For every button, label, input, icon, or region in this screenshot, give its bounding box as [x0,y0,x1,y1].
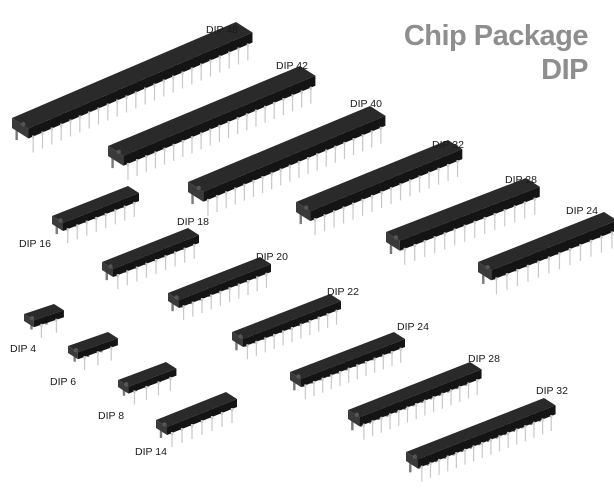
label-dip-28: DIP 28 [505,174,537,186]
label-dip-14: DIP 14 [135,446,167,458]
title-line-1: Chip Package [403,20,589,52]
label-dip-18: DIP 18 [177,216,209,228]
label-dip-8: DIP 8 [98,410,125,422]
chip-dip-32-3 [296,140,463,236]
pin1-notch [29,315,35,321]
pin1-notch [73,347,79,353]
pin1-notch [116,149,121,155]
chip-dip-32-12 [406,398,556,482]
pin1-notch [238,334,243,339]
label-dip-28b: DIP 28 [468,353,500,365]
chip-dip-16-6 [52,186,139,244]
label-dip-24: DIP 24 [566,205,598,217]
chip-dip-14-16 [156,392,237,447]
pin1-notch [296,374,301,379]
label-dip-42: DIP 42 [276,60,308,72]
chip-dip-28-4 [386,178,540,265]
title-line-2: DIP [541,54,588,86]
chip-dip-28-11 [348,362,482,440]
pin1-notch [393,235,399,240]
pin1-notch [108,264,113,269]
chip-dip-18-7 [102,228,199,290]
label-dip-6: DIP 6 [50,376,77,388]
chip-dip-40-2 [188,106,386,216]
chip-dip-48-0 [12,22,253,153]
chip-dip-42-1 [108,66,316,180]
label-dip-32b: DIP 32 [536,385,568,397]
pin1-notch [485,265,490,270]
chip-dip-24-10 [290,332,405,400]
label-dip-20: DIP 20 [256,251,288,263]
pin1-notch [58,218,63,223]
label-dip-32: DIP 32 [432,139,464,151]
pin1-notch [21,122,26,127]
chip-dip-8-15 [118,362,177,405]
chip-dip-24-5 [478,212,614,295]
label-dip-40: DIP 40 [350,98,382,110]
pin1-notch [354,412,359,417]
chip-dip-6-14 [68,332,118,370]
pin1-notch [124,382,129,387]
pin1-notch [174,295,179,300]
chip-dip-20-8 [168,257,271,321]
chip-dip-4-13 [24,304,64,338]
chip-dip-22-9 [232,294,341,360]
label-dip-16: DIP 16 [19,238,51,250]
label-dip-22: DIP 22 [327,286,359,298]
pin1-notch [196,185,201,191]
pin1-notch [412,454,417,459]
pin1-notch [303,205,309,210]
label-dip-4: DIP 4 [10,343,37,355]
pin1-notch [162,422,167,427]
label-dip-24b: DIP 24 [397,321,429,333]
label-dip-48: DIP 48 [206,24,238,36]
